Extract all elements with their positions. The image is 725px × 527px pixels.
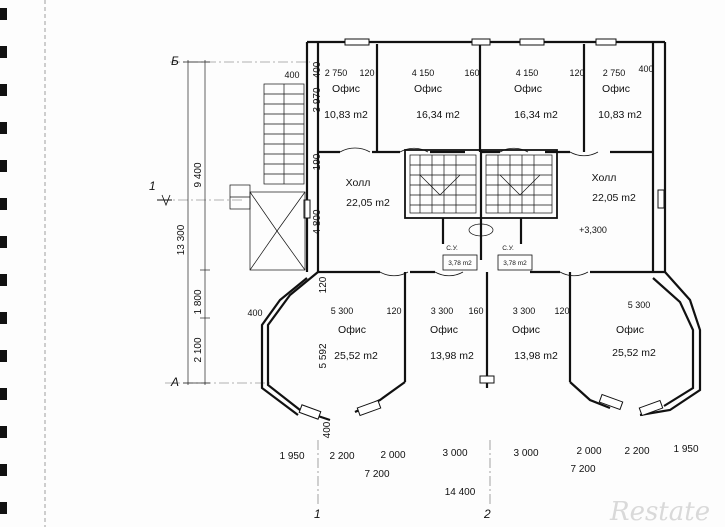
wc-blocks	[442, 254, 533, 271]
watermark-logo: Restate	[609, 497, 710, 527]
room-name: Офис	[338, 324, 366, 336]
dim-label: 1 800	[193, 289, 204, 314]
binder-holes	[0, 8, 7, 514]
room-area: 22,05 m2	[346, 197, 390, 209]
axis-bottom-2-label: 2	[483, 507, 491, 521]
outer-dimension-lines	[183, 60, 210, 385]
room-area: 16,34 m2	[416, 109, 460, 121]
dim-label: 2 200	[329, 451, 354, 462]
dim-label: 4 800	[312, 209, 323, 234]
outer-vertical-dimensions: 13 300 9 400 1 800 2 100	[176, 162, 204, 362]
room-name: Офис	[430, 324, 458, 336]
dim-label: 4 150	[516, 68, 539, 78]
axis-1-label: 1	[149, 179, 156, 193]
left-vertical-dimensions: 400 3 970 190 4 800 120 5 592 400	[312, 61, 333, 438]
dim-label: 3 300	[431, 306, 454, 316]
entrance-porch	[229, 184, 306, 271]
windows	[298, 38, 665, 420]
room-area: 22,05 m2	[592, 192, 636, 204]
dim-label: 2 000	[380, 450, 405, 461]
dim-label: 14 400	[445, 487, 476, 498]
axis-b-label: Б	[171, 54, 179, 68]
dim-label: 400	[322, 421, 333, 438]
room-area: 13,98 m2	[430, 350, 474, 362]
dim-label: 5 300	[331, 306, 354, 316]
room-area: 25,52 m2	[612, 347, 656, 359]
room-name: Холл	[346, 177, 371, 189]
walls	[260, 40, 702, 422]
dim-label: 2 100	[193, 337, 204, 362]
dim-label: 2 000	[576, 446, 601, 457]
dim-label: 400	[638, 64, 653, 74]
dim-label: 13 300	[176, 224, 187, 255]
dim-label: 4 150	[412, 68, 435, 78]
dim-label: 160	[468, 306, 483, 316]
wc-label: С.У.	[446, 245, 458, 252]
room-name: Офис	[512, 324, 540, 336]
axis-markers: Б А 1 1 2	[149, 54, 491, 521]
axis-bottom-1-label: 1	[314, 507, 321, 521]
wc-labels: С.У. 3,78 m2 С.У. 3,78 m2	[446, 245, 527, 267]
room-name: Холл	[592, 172, 617, 184]
dim-label: 5 592	[318, 343, 329, 368]
doors	[339, 147, 599, 277]
dim-label: 120	[386, 306, 401, 316]
room-name: Офис	[616, 324, 644, 336]
dim-label: 9 400	[193, 162, 204, 187]
dim-label: 3 000	[442, 448, 467, 459]
stairs	[263, 83, 553, 237]
dim-label: 3 300	[513, 306, 536, 316]
dim-label: 120	[554, 306, 569, 316]
dim-label: 2 200	[624, 446, 649, 457]
top-dimensions: 400 2 750 120 4 150 160 4 150 120 2 750 …	[284, 64, 653, 80]
room-area: 10,83 m2	[598, 109, 642, 121]
axis-a-label: А	[170, 375, 179, 389]
dim-label: 3 000	[513, 448, 538, 459]
dim-label: 7 200	[364, 469, 389, 480]
room-area: 25,52 m2	[334, 350, 378, 362]
wc-area: 3,78 m2	[448, 260, 472, 267]
dim-label: 400	[284, 70, 299, 80]
dim-label: 120	[569, 68, 584, 78]
room-area: 16,34 m2	[514, 109, 558, 121]
dim-label: 120	[318, 276, 329, 293]
dim-label: 2 750	[325, 68, 348, 78]
wc-area: 3,78 m2	[503, 260, 527, 267]
room-name: Офис	[332, 83, 360, 95]
middle-dimensions: 400 5 300 120 3 300 160 3 300 120 5 300	[247, 300, 650, 318]
dim-label: 1 950	[279, 451, 304, 462]
dim-label: 160	[464, 68, 479, 78]
dim-label: 7 200	[570, 464, 595, 475]
room-name: Офис	[602, 83, 630, 95]
dim-label: 190	[312, 153, 323, 170]
dim-label: 3 970	[312, 87, 323, 112]
bottom-dimensions: 1 950 2 200 2 000 3 000 3 000 2 000 2 20…	[279, 444, 698, 498]
dim-label: 400	[312, 61, 323, 78]
room-name: Офис	[514, 83, 542, 95]
dim-label: 400	[247, 308, 262, 318]
room-area: 13,98 m2	[514, 350, 558, 362]
dim-label: 5 300	[628, 300, 651, 310]
dim-label: 1 950	[673, 444, 698, 455]
room-name: Офис	[414, 83, 442, 95]
wc-label: С.У.	[502, 245, 514, 252]
level-mark: +3,300	[579, 225, 607, 235]
dim-label: 2 750	[603, 68, 626, 78]
room-labels: Офис 10,83 m2 Офис 16,34 m2 Офис 16,34 m…	[324, 83, 656, 362]
dim-label: 120	[359, 68, 374, 78]
room-area: 10,83 m2	[324, 109, 368, 121]
